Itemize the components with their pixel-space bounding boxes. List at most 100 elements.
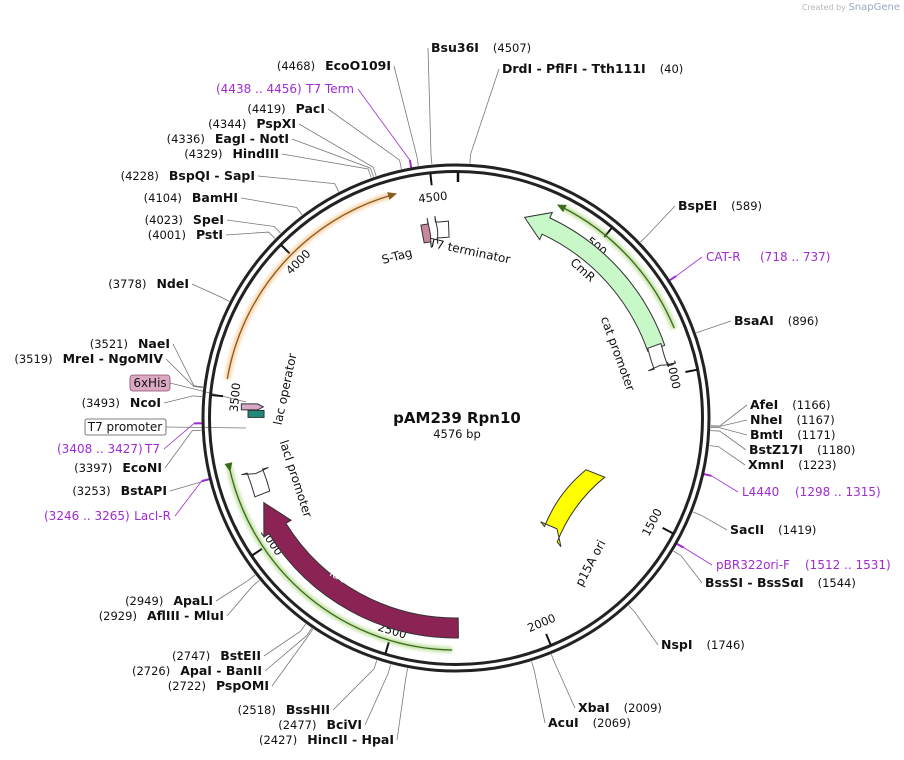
site-leader	[469, 68, 500, 164]
bp-tick	[685, 368, 698, 374]
site-leader	[191, 283, 230, 302]
site-leader	[696, 320, 732, 334]
cat-promoter-feature	[647, 342, 674, 372]
site-ncoi: NcoI	[130, 395, 161, 410]
t7-promoter-leader	[165, 426, 247, 429]
site-leader	[710, 419, 748, 427]
site-leader	[710, 430, 747, 451]
his-tag-box	[129, 374, 171, 392]
site-ecoo109i: EcoO109I	[325, 58, 391, 73]
site-position: (3397)	[74, 461, 112, 475]
site-leader	[427, 47, 433, 165]
his-tag-text: 6xHis	[133, 376, 166, 390]
s-tag-label: S-Tag	[380, 245, 414, 267]
site-position: (3778)	[108, 277, 146, 291]
site-position: (4001)	[148, 228, 186, 242]
site-acui: AcuI	[548, 715, 579, 730]
site-position: (1544)	[818, 576, 856, 590]
site-bsssi-bsss-i: BssSI - BssSαI	[705, 575, 804, 590]
primer-cat-r: CAT-R	[706, 250, 741, 264]
site-nspi: NspI	[661, 637, 693, 652]
site-position: (2747)	[172, 649, 210, 663]
site-bmti: BmtI	[750, 427, 783, 442]
site-xmni: XmnI	[748, 457, 784, 472]
site-bsu36i: Bsu36I	[431, 40, 479, 55]
site-hincii-hpai: HincII - HpaI	[307, 732, 394, 747]
site-position: (1171)	[797, 428, 835, 442]
primer-range: (4438 .. 4456)	[216, 82, 302, 96]
cat-promoter-label: cat promoter	[598, 315, 638, 393]
site-leader	[271, 628, 314, 687]
bp-tick-label: 1500	[639, 506, 665, 538]
snapgene-logo-text: SnapGene	[848, 2, 900, 13]
site-leader	[327, 108, 402, 169]
site-position: (2722)	[168, 679, 206, 693]
site-bstapi: BstAPI	[121, 483, 167, 498]
site-leader	[226, 219, 281, 234]
primer-leader	[174, 480, 203, 517]
site-apali: ApaLI	[173, 593, 213, 608]
site-leader	[225, 231, 276, 239]
primer-range: (1298 .. 1315)	[795, 485, 881, 499]
cmr-orf-arc	[561, 206, 675, 329]
site-position: (2518)	[238, 703, 276, 717]
site-position: (2726)	[132, 664, 170, 678]
site-position: (4419)	[247, 102, 285, 116]
bp-tick-label: 4500	[418, 189, 449, 206]
orf-arrowhead	[556, 204, 567, 213]
site-position: (589)	[731, 199, 762, 213]
primer-range: (3408 .. 3427)	[57, 442, 143, 456]
lac-operator-label: lac operator	[271, 352, 300, 426]
bp-tick	[384, 641, 390, 654]
site-position: (4023)	[145, 213, 183, 227]
site-bsteii: BstEII	[220, 648, 261, 663]
site-nhei: NheI	[750, 412, 783, 427]
site-bspei: BspEI	[678, 198, 717, 213]
t7-promoter-box	[84, 418, 167, 436]
site-bspqi-sapi: BspQI - SapI	[169, 168, 255, 183]
site-afei: AfeI	[750, 397, 778, 412]
site-position: (2427)	[259, 733, 297, 747]
primer-leader	[675, 256, 703, 277]
site-leader	[531, 661, 546, 724]
primer-leader	[357, 88, 411, 161]
site-position: (1223)	[798, 458, 836, 472]
site-bcivi: BciVI	[326, 717, 362, 732]
site-bamhi: BamHI	[192, 190, 238, 205]
site-position: (2477)	[278, 718, 316, 732]
site-ndei: NdeI	[156, 276, 189, 291]
site-position: (3519)	[14, 352, 52, 366]
his-tag-label-box: 6xHis	[129, 374, 171, 392]
site-position: (3253)	[72, 484, 110, 498]
site-position: (2929)	[99, 609, 137, 623]
site-eagi-noti: EagI - NotI	[215, 131, 289, 146]
site-position: (1166)	[792, 398, 830, 412]
site-position: (4228)	[121, 169, 159, 183]
site-position: (4344)	[208, 117, 246, 131]
site-leader	[263, 623, 307, 657]
laci-orf-arc	[228, 465, 453, 651]
primer-range: (718 .. 737)	[760, 250, 830, 264]
site-spei: SpeI	[193, 212, 224, 227]
site-apai-banii: ApaI - BanII	[180, 663, 262, 678]
plasmid-length: 4576 bp	[433, 427, 481, 441]
site-position: (4507)	[493, 41, 531, 55]
snapgene-credit: Created by SnapGene	[802, 2, 900, 13]
site-leader	[264, 628, 313, 672]
lac-operator-feature	[247, 409, 265, 418]
site-position: (1180)	[817, 443, 855, 457]
site-sacii: SacII	[730, 522, 764, 537]
site-bstz17i: BstZ17I	[749, 442, 803, 457]
site-leader	[281, 153, 372, 178]
site-leader	[710, 427, 748, 436]
site-position: (4336)	[167, 132, 205, 146]
site-position: (1419)	[778, 523, 816, 537]
his-tag-feature	[240, 403, 265, 411]
orange-orf-glow	[224, 192, 393, 380]
site-leader	[673, 550, 703, 584]
site-leader	[640, 205, 676, 243]
site-leader	[165, 358, 203, 389]
site-leader	[240, 197, 303, 215]
site-leader	[396, 668, 409, 741]
